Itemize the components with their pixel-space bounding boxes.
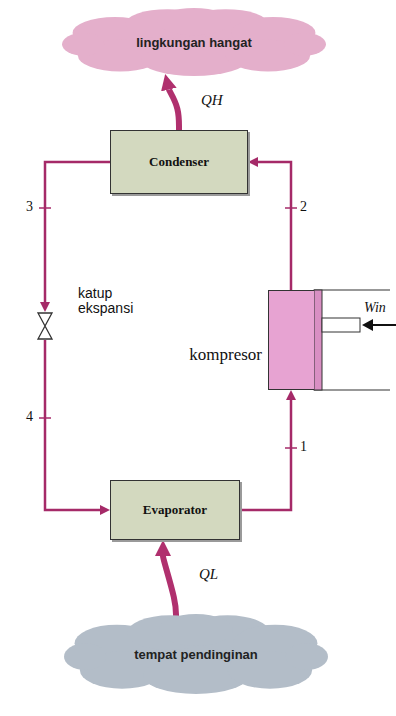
condenser-box: Condenser [110, 130, 248, 194]
cloud-bump [159, 614, 233, 646]
compressor-cylinder: kompresor [268, 290, 314, 390]
node-label: lingkungan hangat [136, 35, 252, 50]
cloud-bump [64, 643, 106, 670]
node-label: Condenser [149, 154, 209, 170]
cloud-bump [157, 8, 231, 35]
expansion-valve: katup ekspansi [36, 312, 54, 340]
state-number: 4 [25, 409, 34, 425]
refrigerant-pipe [45, 340, 100, 510]
warm-environment-cloud: lingkungan hangat [62, 8, 326, 76]
state-number: 3 [25, 199, 34, 215]
node-label: Evaporator [143, 502, 207, 518]
state-number: 2 [299, 199, 308, 215]
cold-space-cloud: tempat pendinginan [64, 614, 328, 694]
node-label: tempat pendinginan [134, 647, 258, 662]
valve-symbol [36, 312, 54, 340]
cloud-bump [286, 643, 328, 670]
refrigerant-pipe [45, 162, 110, 302]
node-label: kompresor [189, 345, 262, 365]
node-label: katup ekspansi [78, 286, 144, 317]
valve-bowtie [38, 313, 52, 339]
piston-head [314, 290, 322, 390]
cloud-bump [62, 33, 104, 56]
work-arrowhead [362, 319, 373, 331]
work-input-label: Win [364, 300, 386, 316]
heat-in-arrow [163, 556, 176, 617]
cylinder-wall [314, 289, 390, 290]
refrigerant-pipe [258, 162, 291, 290]
evaporator-box: Evaporator [110, 480, 240, 540]
piston-rod [322, 318, 360, 332]
state-number: 1 [299, 439, 308, 455]
heat-label: QH [200, 92, 224, 109]
cylinder-wall [314, 389, 390, 390]
work-arrow [372, 324, 396, 326]
heat-label: QL [198, 566, 219, 583]
heat-out-arrow [169, 90, 179, 130]
refrigerant-pipe [240, 400, 291, 510]
cloud-bump [284, 33, 326, 56]
